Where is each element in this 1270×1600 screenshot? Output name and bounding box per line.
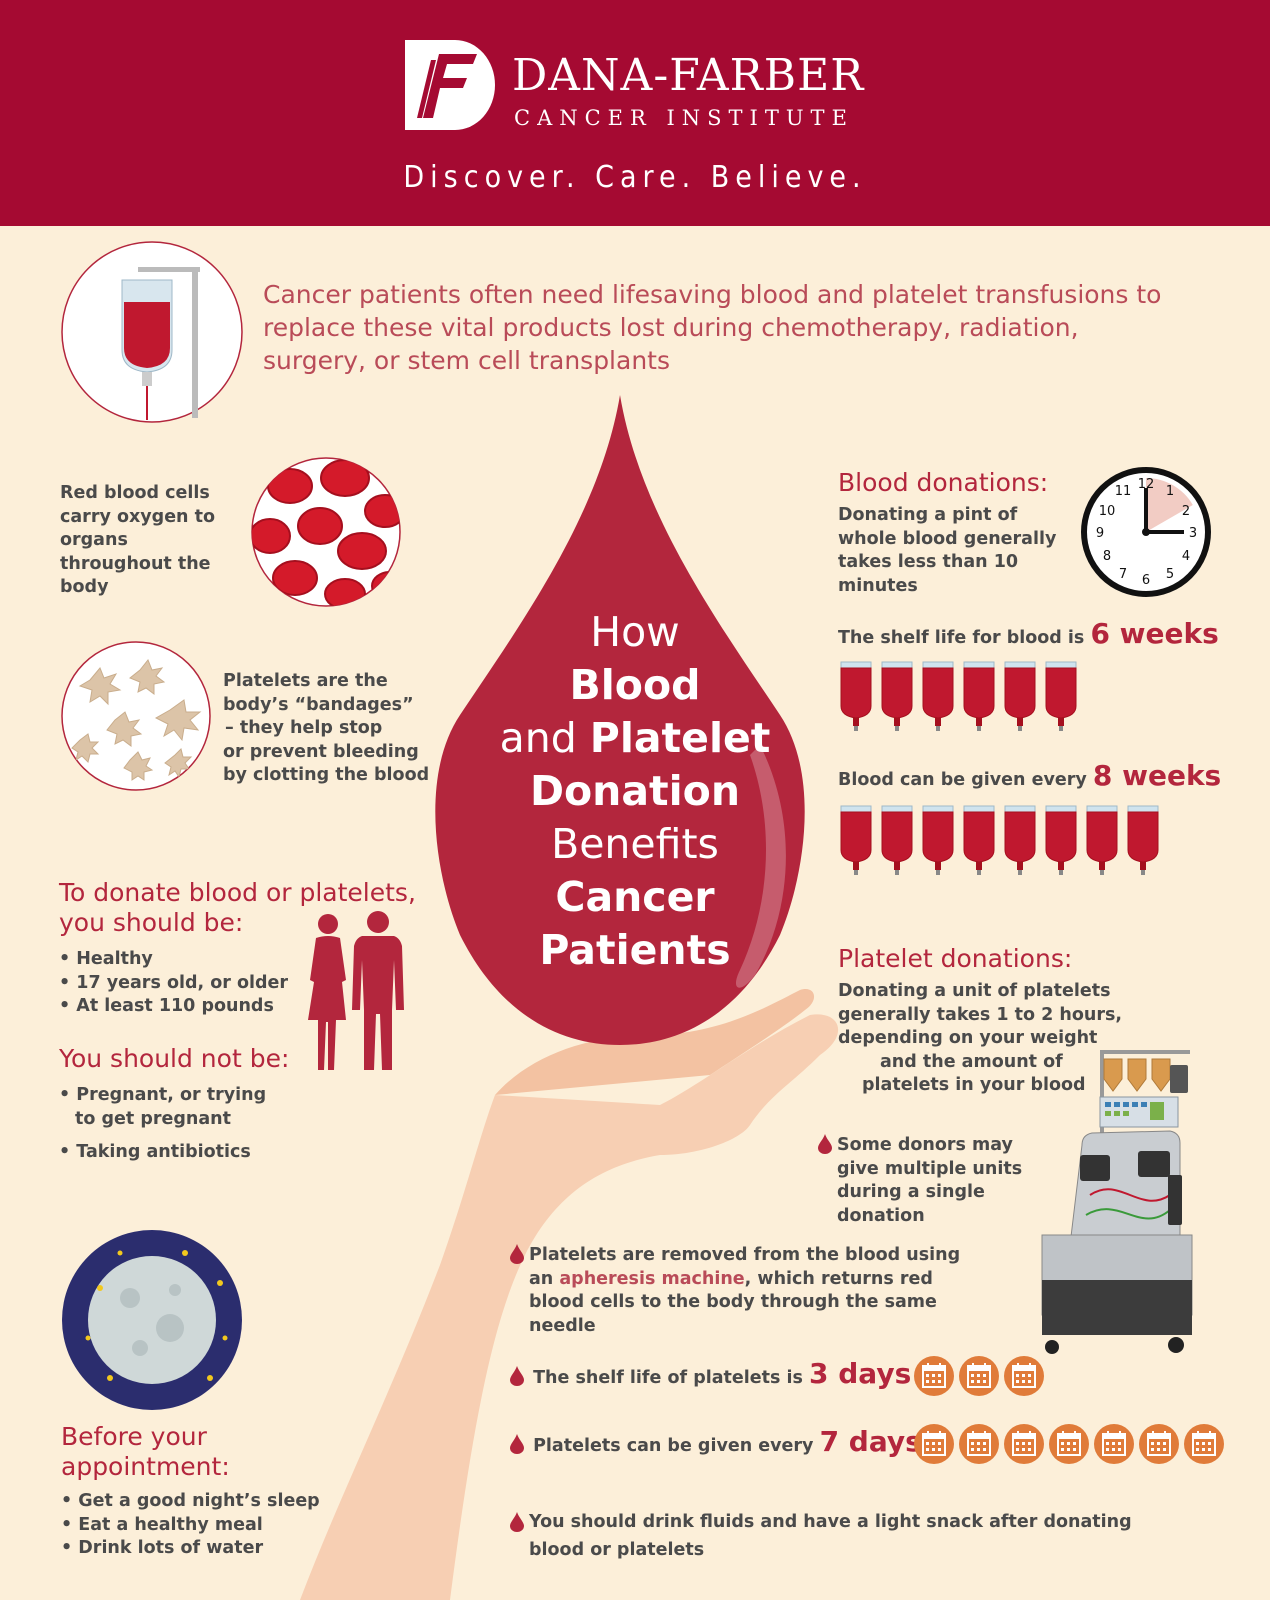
- blood-bag-icon: [1127, 805, 1159, 875]
- clock-number: 6: [1142, 573, 1150, 588]
- drop-bullet-icon: [510, 1434, 524, 1454]
- clock-number: 5: [1166, 567, 1174, 582]
- calendar-icon: [1004, 1424, 1044, 1464]
- clock-number: 12: [1138, 477, 1155, 492]
- clock-number: 4: [1182, 549, 1190, 564]
- drop-bullet-icon: [510, 1366, 524, 1386]
- platelets-text: Platelets are the body’s “bandages” – th…: [223, 671, 430, 785]
- red-cells-text: Red blood cells carry oxygen to organs t…: [60, 483, 215, 597]
- people-silhouette-icon: [308, 911, 404, 1070]
- clock-number: 11: [1115, 484, 1132, 499]
- eligibility-heading: To donate blood or platelets, you should…: [59, 878, 416, 937]
- list-item: Get a good night’s sleep: [61, 1490, 319, 1514]
- blood-donations-text: Donating a pint of whole blood generally…: [838, 505, 1057, 596]
- brand-subtitle: CANCER INSTITUTE: [514, 106, 854, 130]
- platelet-shelf-calendars: [913, 1355, 1073, 1400]
- night-moon-icon: [62, 1230, 242, 1410]
- clock-number: 9: [1096, 526, 1104, 541]
- calendar-icon: [1094, 1424, 1134, 1464]
- calendar-icon: [914, 1424, 954, 1464]
- clock-number: 2: [1182, 504, 1190, 519]
- blood-bag-icon: [963, 805, 995, 875]
- blood-donations-heading: Blood donations:: [838, 468, 1049, 497]
- header-banner: [0, 0, 1270, 226]
- platelet-shelf-life: The shelf life of platelets is 3 days: [510, 1360, 911, 1391]
- iv-bag-icon: [61, 241, 243, 423]
- list-item: Drink lots of water: [61, 1537, 320, 1561]
- blood-shelf-life: The shelf life for blood is 6 weeks: [838, 617, 1219, 650]
- list-item: Eat a healthy meal: [61, 1514, 320, 1538]
- blood-shelf-bags: [838, 660, 1198, 735]
- clock-number: 8: [1103, 549, 1111, 564]
- platelet-donations-text: Donating a unit of platelets generally t…: [838, 981, 1123, 1095]
- center-title: How Blood and Platelet Donation Benefits…: [499, 608, 771, 974]
- brand-name: DANA-FARBER: [512, 50, 865, 101]
- clock-number: 1: [1166, 484, 1174, 499]
- platelets-icon: [61, 641, 211, 791]
- should-be-list: Healthy 17 years old, or older At least …: [59, 948, 288, 1019]
- list-item: At least 110 pounds: [59, 995, 288, 1019]
- blood-bag-icon: [922, 661, 954, 731]
- calendar-icon: [959, 1356, 999, 1396]
- apheresis-machine-icon: [1041, 1050, 1193, 1354]
- tagline: Discover. Care. Believe.: [403, 160, 867, 195]
- drop-bullet-icon: [818, 1134, 832, 1154]
- blood-bag-icon: [1004, 661, 1036, 731]
- list-item: Taking antibiotics: [59, 1141, 289, 1165]
- intro-text: Cancer patients often need lifesaving bl…: [263, 280, 1162, 375]
- blood-bag-icon: [840, 661, 872, 731]
- before-list: Get a good night’s sleep Eat a healthy m…: [61, 1490, 320, 1561]
- should-not-list: Pregnant, or trying to get pregnant Taki…: [59, 1084, 289, 1165]
- list-item: Pregnant, or trying to get pregnant: [59, 1084, 289, 1131]
- clock-number: 10: [1099, 504, 1116, 519]
- fluids-note: You should drink fluids and have a light…: [510, 1508, 1170, 1564]
- platelet-every-calendars: [913, 1423, 1233, 1468]
- clock-number: 3: [1189, 526, 1197, 541]
- platelet-every: Platelets can be given every 7 days: [510, 1428, 922, 1459]
- blood-bag-icon: [1045, 805, 1077, 875]
- calendar-icon: [1184, 1424, 1224, 1464]
- blood-bag-icon: [922, 805, 954, 875]
- should-not-heading: You should not be:: [59, 1044, 290, 1073]
- blood-bag-icon: [881, 661, 913, 731]
- before-heading: Before your appointment:: [61, 1422, 230, 1481]
- blood-bag-icon: [1045, 661, 1077, 731]
- drop-bullet-icon: [510, 1244, 524, 1264]
- drop-and-hand-illustration: [300, 395, 839, 1600]
- multiple-units-note: Some donors may give multiple units duri…: [818, 1134, 1043, 1228]
- blood-bag-icon: [1004, 805, 1036, 875]
- clock-icon: 12 1 2 3 4 5 6 7 8 9 10 11: [1081, 467, 1211, 597]
- list-item: Healthy: [59, 948, 288, 972]
- list-item: 17 years old, or older: [59, 972, 288, 996]
- apheresis-note: Platelets are removed from the blood usi…: [510, 1244, 980, 1338]
- blood-every-bags: [838, 804, 1218, 879]
- blood-every: Blood can be given every 8 weeks: [838, 759, 1222, 792]
- calendar-icon: [959, 1424, 999, 1464]
- blood-bag-icon: [881, 805, 913, 875]
- blood-bag-icon: [840, 805, 872, 875]
- blood-bag-icon: [1086, 805, 1118, 875]
- blood-bag-icon: [963, 661, 995, 731]
- platelet-donations-heading: Platelet donations:: [838, 944, 1073, 973]
- red-blood-cells-icon: [251, 457, 401, 607]
- drop-bullet-icon: [510, 1512, 524, 1532]
- calendar-icon: [1049, 1424, 1089, 1464]
- dana-farber-logo-icon: [405, 40, 495, 130]
- calendar-icon: [1004, 1356, 1044, 1396]
- calendar-icon: [1139, 1424, 1179, 1464]
- clock-number: 7: [1119, 567, 1127, 582]
- calendar-icon: [914, 1356, 954, 1396]
